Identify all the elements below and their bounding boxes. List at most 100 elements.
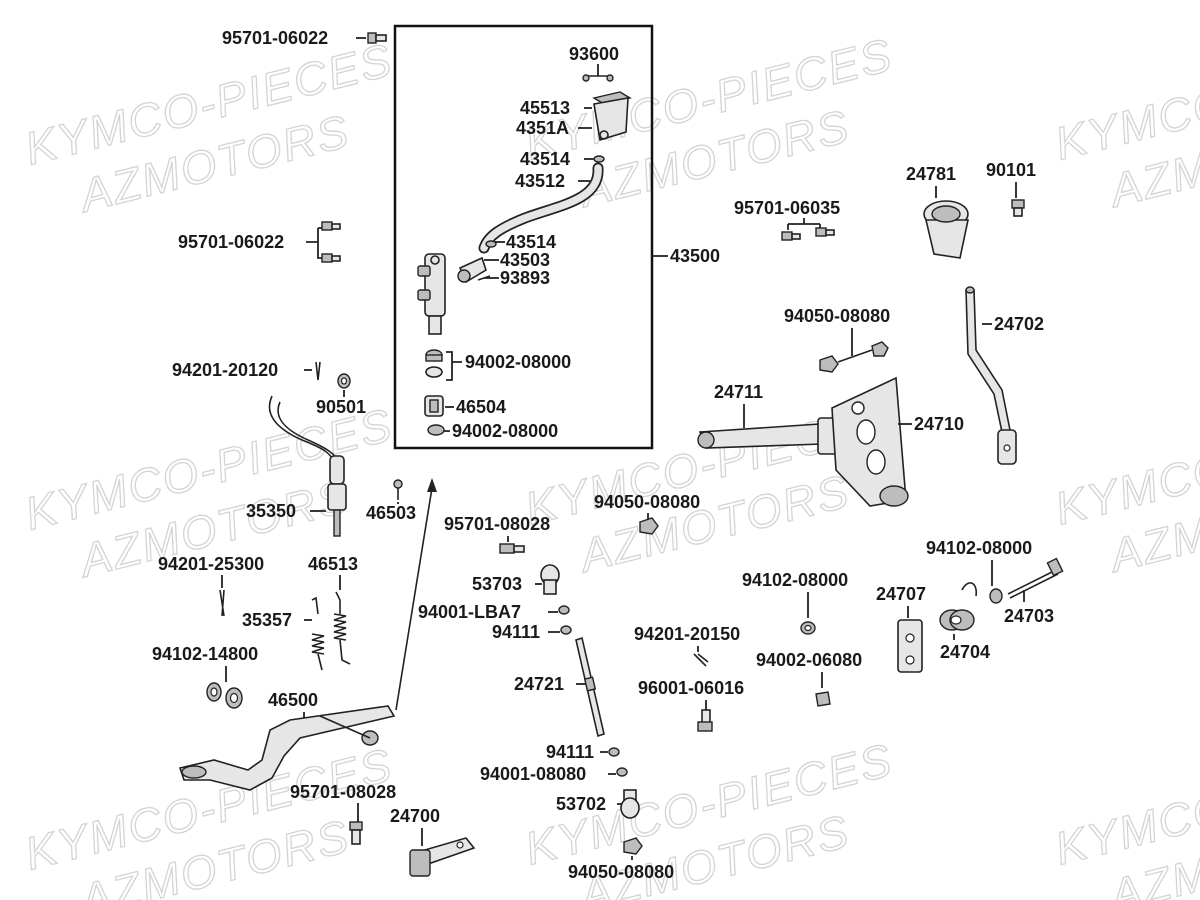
nut-part: [623, 837, 643, 855]
return-spring-part: [333, 591, 351, 665]
part-number-94111-b: 94111: [546, 742, 594, 762]
screw-pair-part: [582, 74, 614, 82]
part-number-46500: 46500: [268, 690, 318, 710]
part-number-24721: 24721: [514, 674, 564, 694]
part-number-24703: 24703: [1004, 606, 1054, 626]
part-number-43512: 43512: [515, 171, 565, 191]
part-number-45513: 45513: [520, 98, 570, 118]
brake-bracket-part: [831, 376, 909, 507]
part-number-53702: 53702: [556, 794, 606, 814]
torsion-spring-part: [939, 582, 978, 631]
clevis-part: [424, 395, 444, 417]
bolt-part: [499, 543, 525, 554]
hose-clamp-part: [593, 155, 605, 163]
nut-stack-part: [425, 349, 443, 378]
part-number-94001-08080: 94001-08080: [480, 764, 586, 784]
hose-joint-part: [457, 256, 491, 284]
part-number-94111-a: 94111: [492, 622, 540, 642]
washer-pair-part: [206, 682, 243, 709]
master-cylinder-assembly-box: [393, 24, 654, 450]
master-cylinder-part: [417, 253, 446, 335]
nut-part: [427, 424, 445, 436]
leader-bracket: [446, 351, 462, 381]
part-number-93893: 93893: [500, 268, 550, 288]
bolt-part: [697, 709, 713, 732]
part-number-43514-top: 43514: [520, 149, 570, 169]
part-number-24710: 24710: [914, 414, 964, 434]
cotter-pin-part: [315, 361, 321, 381]
washer-part: [989, 588, 1003, 604]
leader-bracket: [787, 218, 821, 230]
nut-part: [616, 767, 628, 777]
pivot-bolt-part: [1007, 557, 1064, 599]
part-number-94102-14800: 94102-14800: [152, 644, 258, 664]
washer-part: [608, 747, 620, 757]
part-number-90501: 90501: [316, 397, 366, 417]
part-number-35350: 35350: [246, 501, 296, 521]
screw-part: [1011, 199, 1025, 217]
part-number-46504: 46504: [456, 397, 506, 417]
part-number-46503: 46503: [366, 503, 416, 523]
part-number-94050-08080-top: 94050-08080: [784, 306, 890, 326]
part-number-95701-08028-bot: 95701-08028: [290, 782, 396, 802]
bolt-pair-part: [781, 227, 835, 241]
part-number-43500: 43500: [670, 246, 720, 266]
nut-part: [815, 691, 831, 707]
brake-light-switch-part: [268, 395, 347, 537]
cotter-pin-part: [693, 653, 709, 667]
part-number-95701-08028-mid: 95701-08028: [444, 514, 550, 534]
part-number-24700: 24700: [390, 806, 440, 826]
cotter-pin-part: [219, 589, 225, 617]
assembly-arrow: [395, 487, 433, 711]
brake-pedal-part: [178, 705, 396, 791]
part-number-53703: 53703: [472, 574, 522, 594]
rod-end-part: [620, 789, 640, 819]
part-number-46513: 46513: [308, 554, 358, 574]
part-number-94201-20150: 94201-20150: [634, 624, 740, 644]
part-number-4351A: 4351A: [516, 118, 569, 138]
part-number-35357: 35357: [242, 610, 292, 630]
bolt-part: [349, 821, 363, 845]
part-number-43514-mid: 43514: [506, 232, 556, 252]
bolt-nut-part: [819, 341, 889, 373]
rubber-pad-part: [923, 200, 969, 259]
brake-fluid-reservoir-part: [592, 91, 632, 142]
part-number-24781: 24781: [906, 164, 956, 184]
part-number-24711: 24711: [714, 382, 763, 402]
brake-lever-rod-part: [965, 286, 1017, 465]
part-number-94001-LBA7: 94001-LBA7: [418, 602, 521, 622]
part-number-94201-25300: 94201-25300: [158, 554, 264, 574]
part-number-94201-20120: 94201-20120: [172, 360, 278, 380]
rod-end-part: [540, 564, 560, 595]
bolt-part: [367, 32, 387, 44]
brake-arm-part: [409, 837, 476, 877]
nut-part: [558, 605, 570, 615]
hose-clamp-part: [485, 240, 497, 248]
part-number-95701-06022-top: 95701-06022: [222, 28, 328, 48]
clevis-part: [897, 619, 923, 673]
part-number-94002-06080: 94002-06080: [756, 650, 862, 670]
part-number-24707: 24707: [876, 584, 926, 604]
part-number-94002-08000-b: 94002-08000: [452, 421, 558, 441]
bolt-pair-part: [321, 221, 341, 263]
washer-part: [560, 625, 572, 635]
nut-part: [639, 517, 659, 535]
switch-spring-part: [311, 596, 325, 671]
part-number-95701-06035: 95701-06035: [734, 198, 840, 218]
part-number-94002-08000-a: 94002-08000: [465, 352, 571, 372]
part-number-94050-08080-mid: 94050-08080: [594, 492, 700, 512]
part-number-93600: 93600: [569, 44, 619, 64]
part-number-94102-08000-m: 94102-08000: [742, 570, 848, 590]
part-number-96001-06016: 96001-06016: [638, 678, 744, 698]
part-number-90101: 90101: [986, 160, 1036, 180]
part-number-43503: 43503: [500, 250, 550, 270]
part-number-94102-08000-r: 94102-08000: [926, 538, 1032, 558]
part-number-24702: 24702: [994, 314, 1044, 334]
part-number-24704: 24704: [940, 642, 990, 662]
arrow-head: [427, 478, 437, 492]
pin-part: [393, 479, 403, 500]
part-number-94050-08080-bot: 94050-08080: [568, 862, 674, 882]
part-number-95701-06022-mid: 95701-06022: [178, 232, 284, 252]
